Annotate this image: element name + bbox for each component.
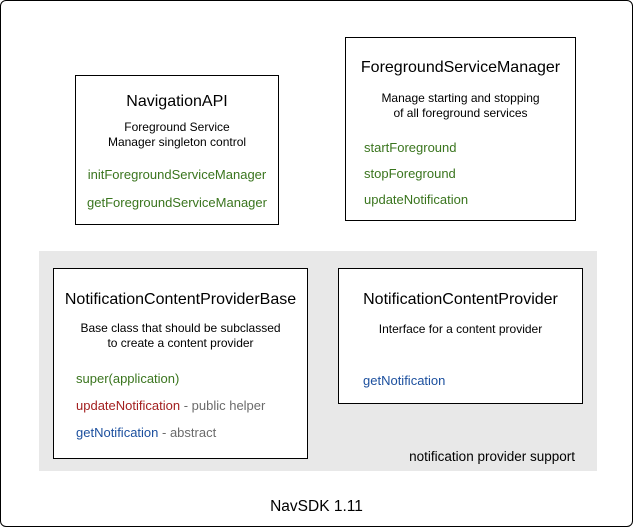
description-line: Manage starting and stopping — [381, 91, 540, 105]
method-annotation: - abstract — [158, 425, 217, 440]
method-getNotification: getNotification — [363, 373, 582, 389]
method-startForeground: startForeground — [364, 140, 575, 156]
method-getForegroundServiceManager: getForegroundServiceManager — [76, 195, 278, 211]
class-box-notification-content-provider-base: NotificationContentProviderBase Base cla… — [53, 268, 308, 459]
class-title: NavigationAPI — [126, 93, 228, 110]
method-name: getNotification — [76, 425, 159, 440]
class-description: Base class that should be subclassed to … — [54, 321, 307, 351]
method-list: super(application) updateNotification - … — [54, 371, 307, 441]
method-list: startForeground stopForeground updateNot… — [346, 140, 575, 208]
class-description: Interface for a content provider — [339, 322, 582, 337]
description-line: Foreground Service — [124, 120, 230, 134]
class-box-navigation-api: NavigationAPI Foreground Service Manager… — [75, 75, 279, 225]
method-stopForeground: stopForeground — [364, 166, 575, 182]
method-initForegroundServiceManager: initForegroundServiceManager — [76, 167, 278, 183]
method-name: updateNotification — [364, 192, 469, 207]
method-updateNotification: updateNotification — [364, 192, 575, 208]
method-name: initForegroundServiceManager — [87, 167, 267, 182]
method-updateNotification: updateNotification - public helper — [76, 398, 307, 414]
class-title: NotificationContentProvider — [363, 291, 558, 308]
description-line: Interface for a content provider — [378, 322, 543, 336]
method-name: super(application) — [76, 371, 180, 386]
class-box-notification-content-provider: NotificationContentProvider Interface fo… — [338, 268, 583, 404]
method-name: startForeground — [364, 140, 457, 155]
method-annotation: - public helper — [180, 398, 266, 413]
description-line: to create a content provider — [107, 336, 254, 350]
class-description: Manage starting and stopping of all fore… — [346, 91, 575, 121]
class-box-foreground-service-manager: ForegroundServiceManager Manage starting… — [345, 37, 576, 221]
class-title: ForegroundServiceManager — [360, 59, 561, 76]
method-list: getNotification — [339, 373, 582, 389]
description-line: Manager singleton control — [107, 135, 247, 149]
description-line: Base class that should be subclassed — [80, 321, 281, 335]
diagram-caption: NavSDK 1.11 — [270, 498, 363, 515]
method-name: getNotification — [363, 373, 446, 388]
group-label: notification provider support — [409, 449, 575, 464]
method-super-application: super(application) — [76, 371, 307, 387]
method-name: getForegroundServiceManager — [87, 195, 267, 210]
class-description: Foreground Service Manager singleton con… — [76, 120, 278, 150]
class-title: NotificationContentProviderBase — [64, 291, 297, 308]
method-name: updateNotification — [76, 398, 181, 413]
method-getNotification: getNotification - abstract — [76, 425, 307, 441]
method-name: stopForeground — [364, 166, 456, 181]
method-list: initForegroundServiceManager getForegrou… — [76, 167, 278, 211]
description-line: of all foreground services — [393, 106, 528, 120]
